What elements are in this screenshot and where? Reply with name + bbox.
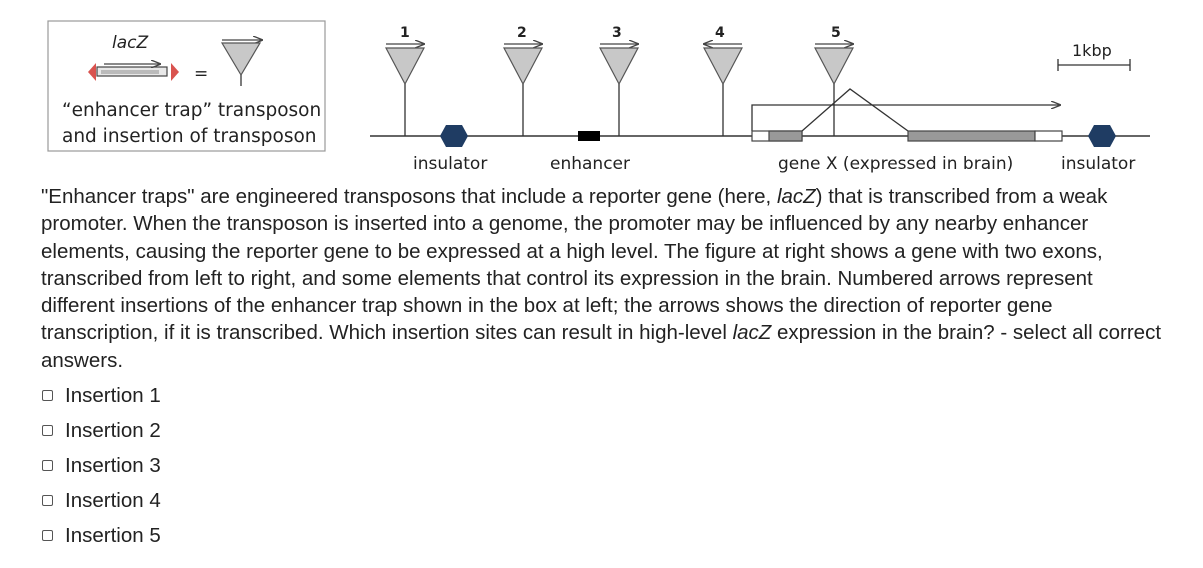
choice-insertion-2[interactable]: Insertion 2 xyxy=(41,413,161,448)
legend-gene-label: lacZ xyxy=(112,33,148,53)
insertion-3-number: 3 xyxy=(612,25,622,41)
checkbox-insertion-2[interactable] xyxy=(42,425,53,436)
checkbox-insertion-4[interactable] xyxy=(42,495,53,506)
insertion-5-marker: 5 xyxy=(814,25,853,136)
insertion-1-number: 1 xyxy=(400,25,410,41)
insertion-2-number: 2 xyxy=(517,25,527,41)
legend-equals: = xyxy=(194,64,208,84)
choice-insertion-3[interactable]: Insertion 3 xyxy=(41,448,161,483)
checkbox-insertion-3[interactable] xyxy=(42,460,53,471)
legend-box: lacZ = “enhancer trap” transposon and in… xyxy=(47,20,326,152)
question-part-2: ) that is transcribed from a weak promot… xyxy=(41,185,1108,345)
insertion-2-marker: 2 xyxy=(503,25,542,136)
choice-label-insertion-1[interactable]: Insertion 1 xyxy=(65,383,161,407)
choice-label-insertion-4[interactable]: Insertion 4 xyxy=(65,488,161,512)
insertion-5-number: 5 xyxy=(831,25,841,41)
insertion-4-number: 4 xyxy=(715,25,725,41)
choice-insertion-4[interactable]: Insertion 4 xyxy=(41,483,161,518)
question-part-1: "Enhancer traps" are engineered transpos… xyxy=(41,185,777,208)
legend-caption-line2: and insertion of transposon xyxy=(62,126,317,147)
insertion-3-marker: 3 xyxy=(599,25,638,136)
question-italic-lacz-1: lacZ xyxy=(776,185,816,208)
lacz-transposon-icon xyxy=(88,63,179,81)
choice-insertion-5[interactable]: Insertion 5 xyxy=(41,518,161,553)
insulator-left-label: insulator xyxy=(413,154,487,174)
legend-insertion-icon xyxy=(220,40,262,86)
choice-label-insertion-5[interactable]: Insertion 5 xyxy=(65,523,161,547)
gene-x-label: gene X (expressed in brain) xyxy=(778,154,1013,174)
insulator-right-hexagon xyxy=(1088,125,1116,147)
enhancer-label: enhancer xyxy=(550,154,630,174)
answer-choices: Insertion 1 Insertion 2 Insertion 3 Inse… xyxy=(41,378,161,553)
checkbox-insertion-1[interactable] xyxy=(42,390,53,401)
enhancer-block xyxy=(578,131,600,141)
enhancer-trap-figure: lacZ = “enhancer trap” transposon and in… xyxy=(47,20,1150,174)
legend-caption-line1: “enhancer trap” transposon xyxy=(62,100,321,121)
question-part-3: expression in the brain? - select all co… xyxy=(41,321,1162,372)
scale-bar-label: 1kbp xyxy=(1072,41,1112,60)
insulator-left-hexagon xyxy=(440,125,468,147)
checkbox-insertion-5[interactable] xyxy=(42,530,53,541)
insulator-right-label: insulator xyxy=(1061,154,1135,174)
choice-label-insertion-3[interactable]: Insertion 3 xyxy=(65,453,161,477)
question-text: "Enhancer traps" are engineered transpos… xyxy=(41,183,1166,374)
choice-label-insertion-2[interactable]: Insertion 2 xyxy=(65,418,161,442)
insertion-1-marker: 1 xyxy=(385,25,424,136)
question-italic-lacz-2: lacZ xyxy=(732,321,772,345)
choice-insertion-1[interactable]: Insertion 1 xyxy=(41,378,161,413)
gene-x xyxy=(751,88,1063,142)
insertion-4-marker: 4 xyxy=(704,25,743,136)
scale-bar: 1kbp xyxy=(1057,41,1131,71)
